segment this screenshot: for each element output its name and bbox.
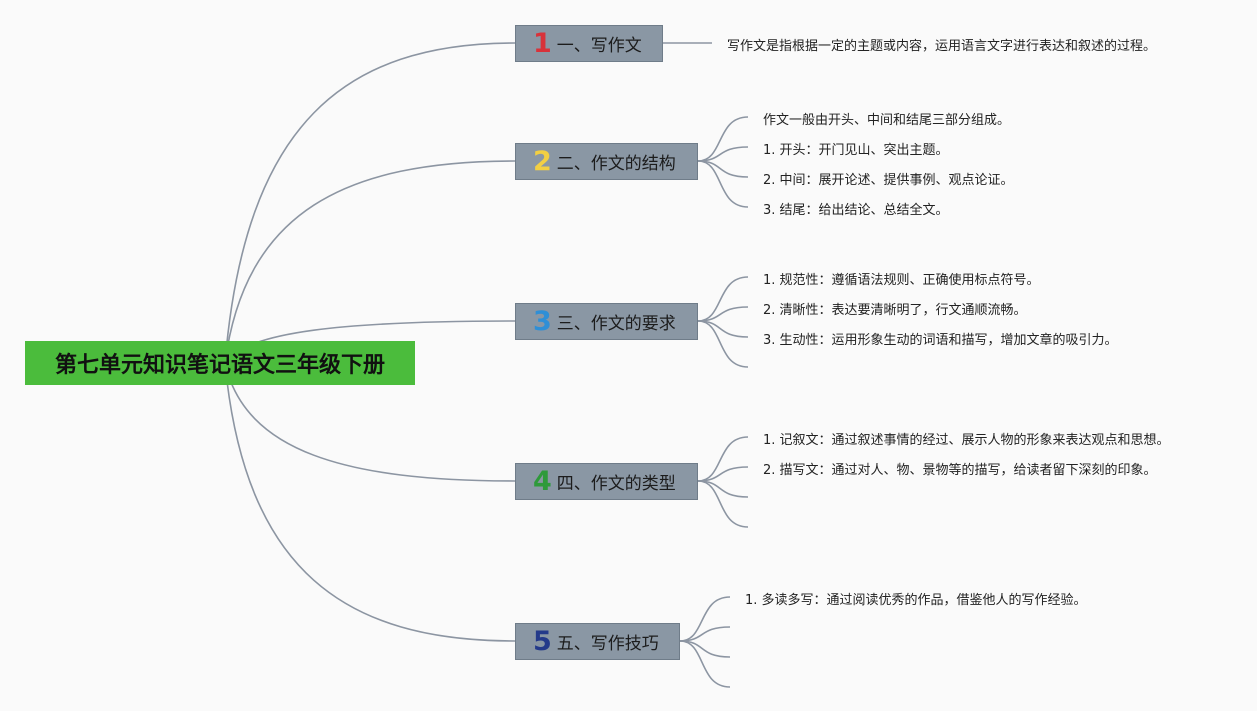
branch-4[interactable]: 4 四、作文的类型 [515, 463, 698, 500]
leaf-4-2[interactable]: 2. 描写文：通过对人、物、景物等的描写，给读者留下深刻的印象。 [763, 463, 1157, 478]
root-link-5 [224, 362, 516, 642]
leaf-3-1[interactable]: 1. 规范性：遵循语法规则、正确使用标点符号。 [763, 273, 1040, 288]
leaf-link-3-1 [697, 276, 749, 322]
number-5-icon: 5 [533, 626, 552, 657]
leaf-2-4[interactable]: 3. 结尾：给出结论、总结全文。 [763, 203, 949, 218]
connector-lines [224, 42, 749, 688]
branch-3-label: 三、作文的要求 [556, 314, 676, 334]
leaf-link-4-1 [697, 436, 749, 482]
branch-5-label: 五、写作技巧 [556, 634, 659, 654]
branch-3[interactable]: 3 三、作文的要求 [515, 303, 698, 340]
leaf-3-3[interactable]: 3. 生动性：运用形象生动的词语和描写，增加文章的吸引力。 [763, 333, 1118, 348]
leaf-2-2[interactable]: 1. 开头：开门见山、突出主题。 [763, 143, 949, 158]
root-link-4 [224, 362, 516, 482]
number-3-icon: 3 [533, 306, 552, 337]
leaf-1-1[interactable]: 写作文是指根据一定的主题或内容，运用语言文字进行表达和叙述的过程。 [727, 39, 1157, 54]
leaf-link-4-4 [697, 480, 749, 528]
leaf-link-2-4 [697, 160, 749, 208]
number-2-icon: 2 [533, 146, 552, 177]
number-1-icon: 1 [533, 28, 552, 59]
leaf-5-1[interactable]: 1. 多读多写：通过阅读优秀的作品，借鉴他人的写作经验。 [745, 593, 1087, 608]
leaf-link-3-4 [697, 320, 749, 368]
root-link-2 [224, 160, 516, 364]
branch-5[interactable]: 5 五、写作技巧 [515, 623, 680, 660]
leaf-link-5-1 [679, 596, 731, 642]
leaf-2-1[interactable]: 作文一般由开头、中间和结尾三部分组成。 [763, 113, 1011, 128]
branch-2-label: 二、作文的结构 [556, 154, 676, 174]
branch-2[interactable]: 2 二、作文的结构 [515, 143, 698, 180]
root-topic[interactable]: 第七单元知识笔记语文三年级下册 [25, 341, 415, 385]
leaf-link-2-1 [697, 116, 749, 162]
leaf-link-5-4 [679, 640, 731, 688]
leaf-3-2[interactable]: 2. 清晰性：表达要清晰明了，行文通顺流畅。 [763, 303, 1027, 318]
leaf-2-3[interactable]: 2. 中间：展开论述、提供事例、观点论证。 [763, 173, 1014, 188]
branch-1[interactable]: 1 一、写作文 [515, 25, 663, 62]
root-link-1 [224, 42, 516, 364]
branch-1-label: 一、写作文 [556, 36, 642, 56]
number-4-icon: 4 [533, 466, 552, 497]
leaf-4-1[interactable]: 1. 记叙文：通过叙述事情的经过、展示人物的形象来表达观点和思想。 [763, 433, 1170, 448]
branch-4-label: 四、作文的类型 [556, 474, 676, 494]
